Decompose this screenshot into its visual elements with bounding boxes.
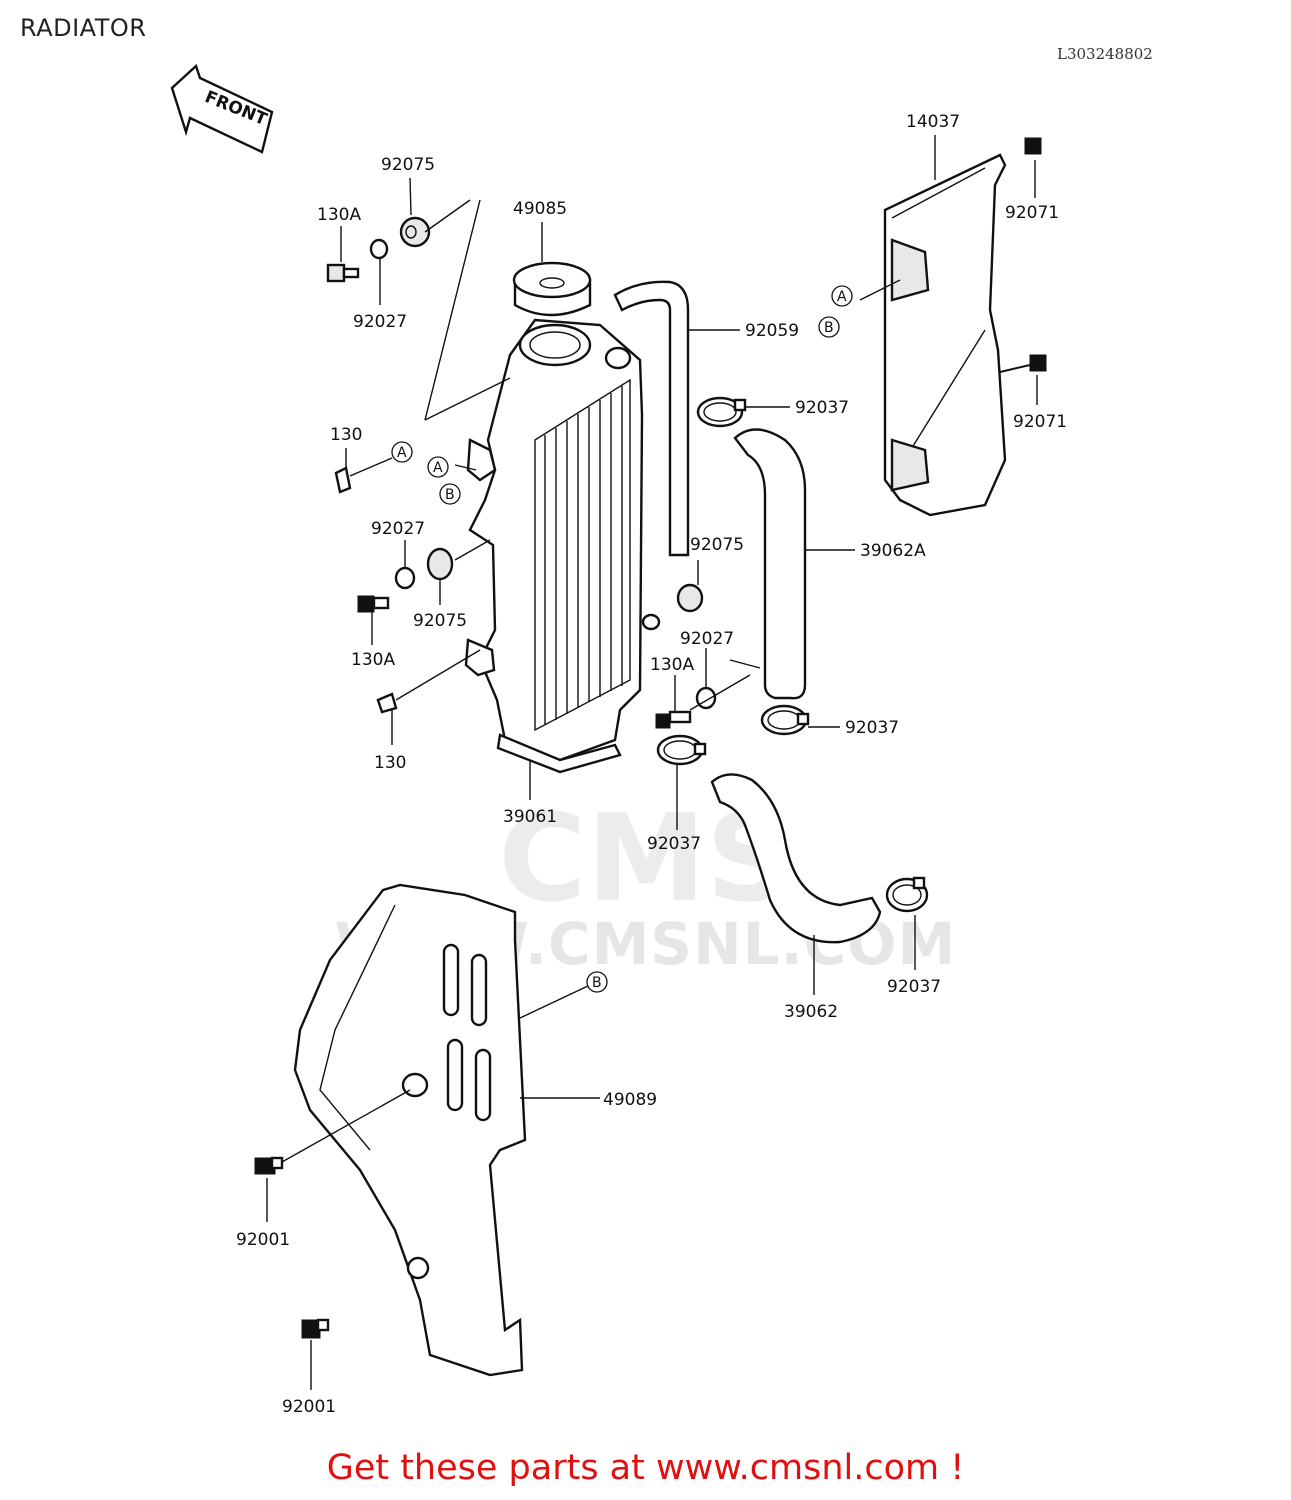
svg-text:B: B [445, 487, 455, 503]
drawing-id: L303248802 [1057, 45, 1153, 63]
grommet-92075-mid [426, 547, 454, 581]
radiator-shroud-14037 [883, 153, 1007, 517]
hose-clamp-b [760, 704, 810, 736]
grommet-92075-top [399, 216, 431, 248]
label-39061: 39061 [503, 807, 557, 827]
radiator-core [464, 318, 661, 774]
label-49085: 49085 [513, 199, 567, 219]
bolt-92001-top [254, 1156, 284, 1175]
marker-b-left: B [439, 483, 461, 505]
marker-a-shroud: A [831, 285, 853, 307]
label-92027-right: 92027 [680, 629, 734, 649]
label-92075-right: 92075 [690, 535, 744, 555]
leader-lines [266, 135, 1038, 1390]
overflow-tube [613, 280, 690, 557]
hose-clamp-c [656, 734, 707, 766]
label-92071-top: 92071 [1005, 203, 1059, 223]
label-130a-mid: 130A [351, 650, 395, 670]
footer-link[interactable]: Get these parts at www.cmsnl.com ! [326, 1448, 965, 1488]
front-arrow: FRONT [170, 63, 274, 154]
marker-b-guard: B [586, 971, 608, 993]
part-labels: 92075 130A 92027 49085 92059 14037 92071… [236, 112, 1067, 1417]
label-92075-top: 92075 [381, 155, 435, 175]
washer-92027-mid [394, 566, 416, 590]
washer-92027-top [369, 238, 389, 260]
label-92027-mid: 92027 [371, 519, 425, 539]
label-130a-right: 130A [650, 655, 694, 675]
label-92037-b: 92037 [845, 718, 899, 738]
lower-hose-39062 [710, 773, 882, 944]
svg-text:B: B [824, 320, 834, 336]
label-39062: 39062 [784, 1002, 838, 1022]
label-92037-a: 92037 [795, 398, 849, 418]
bolt-130a-mid [357, 595, 390, 613]
hose-clamp-a [696, 396, 747, 428]
grommet-92075-right [676, 583, 704, 613]
label-92059: 92059 [745, 321, 799, 341]
label-92075-mid: 92075 [413, 611, 467, 631]
radiator-fins [544, 386, 623, 725]
page-title: RADIATOR [20, 14, 147, 42]
svg-text:A: A [433, 460, 443, 476]
svg-text:B: B [592, 975, 602, 991]
svg-text:A: A [397, 445, 407, 461]
bolt-130-bot [376, 692, 398, 714]
label-92037-d: 92037 [887, 977, 941, 997]
label-130a-top: 130A [317, 205, 361, 225]
bolt-92001-bot [301, 1318, 330, 1339]
label-130-top: 130 [330, 425, 362, 445]
label-92071-bot: 92071 [1013, 412, 1067, 432]
label-49089: 49089 [603, 1090, 657, 1110]
bolt-130-top [334, 466, 352, 494]
marker-b-shroud: B [818, 316, 840, 338]
hose-clamp-d [885, 876, 929, 913]
bolt-130a-top [326, 263, 360, 283]
label-14037: 14037 [906, 112, 960, 132]
marker-a-left: A [427, 456, 449, 478]
label-130-bot: 130 [374, 753, 406, 773]
bolt-130a-right [655, 710, 692, 729]
upper-hose-39062a [733, 428, 807, 700]
nut-92071-top [1024, 137, 1042, 155]
label-92037-c: 92037 [647, 834, 701, 854]
marker-a-top: A [391, 441, 413, 463]
label-39062a: 39062A [860, 541, 926, 561]
svg-text:A: A [837, 289, 847, 305]
label-92001-bot: 92001 [282, 1397, 336, 1417]
nut-92071-bot [999, 354, 1047, 373]
label-92027-top: 92027 [353, 312, 407, 332]
radiator-cap [512, 261, 592, 317]
label-92001-top: 92001 [236, 1230, 290, 1250]
radiator-guard-49089 [293, 883, 527, 1377]
